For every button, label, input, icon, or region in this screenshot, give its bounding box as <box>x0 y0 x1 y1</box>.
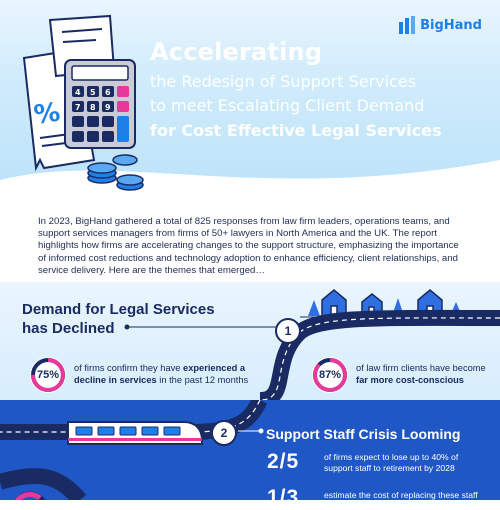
svg-text:8: 8 <box>90 103 96 112</box>
train-icon <box>67 421 203 445</box>
step-1-marker: 1 <box>275 318 301 344</box>
hero-wave-decoration <box>0 160 500 205</box>
train-track <box>0 400 268 500</box>
hero-subtitle-line2: to meet Escalating Client Demand <box>150 96 425 115</box>
svg-text:9: 9 <box>105 103 111 112</box>
heading-connector-line <box>124 324 284 330</box>
heading-connector-line <box>238 428 264 434</box>
stat-text-plain: of firms confirm they have <box>74 363 184 373</box>
stat-75-text: of firms confirm they have experienced a… <box>74 363 274 386</box>
percent-ring-icon <box>31 358 65 392</box>
hero-subtitle-line3: for Cost Effective Legal Services <box>150 121 442 140</box>
brand-name: BigHand <box>420 17 482 33</box>
svg-text:4: 4 <box>75 88 81 97</box>
stat-text-bold: far more cost-conscious <box>356 374 464 385</box>
svg-text:%: % <box>32 97 62 130</box>
stat-1-of-3-text: estimate the cost of replacing these sta… <box>324 490 478 500</box>
ring-partial-decoration <box>14 491 46 500</box>
svg-text:6: 6 <box>105 88 111 97</box>
section-support-staff <box>0 400 500 500</box>
stat-value: 87% <box>318 369 342 381</box>
percent-ring-icon <box>313 358 347 392</box>
stat-text-bold: experienced a decline in services <box>74 363 246 385</box>
stat-87-text: of law firm clients have become far more… <box>356 363 496 386</box>
intro-paragraph: In 2023, BigHand gathered a total of 825… <box>38 216 459 276</box>
section2-heading: Support Staff Crisis Looming <box>266 426 461 442</box>
stat-87-ring: 87% <box>312 357 348 393</box>
svg-text:7: 7 <box>75 103 81 112</box>
hero-subtitle-line1: the Redesign of Support Services <box>150 72 417 91</box>
bighand-logo-icon <box>399 16 416 34</box>
stat-2-of-5-text: of firms expect to lose up to 40% of sup… <box>324 452 459 473</box>
brand-logo: BigHand <box>399 16 482 34</box>
section-demand <box>0 282 500 400</box>
winding-road <box>259 309 500 400</box>
stat-75-ring: 75% <box>30 357 66 393</box>
stat-text-tail: in the past 12 months <box>156 374 249 385</box>
svg-text:5: 5 <box>90 88 96 97</box>
section1-heading-line1: Demand for Legal Services <box>22 301 215 318</box>
stat-1-of-3-value: 1/3 <box>267 486 300 509</box>
hero-title: Accelerating <box>150 38 323 66</box>
stat-text-plain: of law firm clients have become <box>356 363 486 373</box>
stat-2-of-5-value: 2/5 <box>267 450 300 473</box>
step-2-marker: 2 <box>211 420 237 446</box>
stat-value: 75% <box>36 369 60 381</box>
section1-heading: Demand for Legal Services has Declined <box>22 300 215 338</box>
section1-heading-line2: has Declined <box>22 320 115 337</box>
